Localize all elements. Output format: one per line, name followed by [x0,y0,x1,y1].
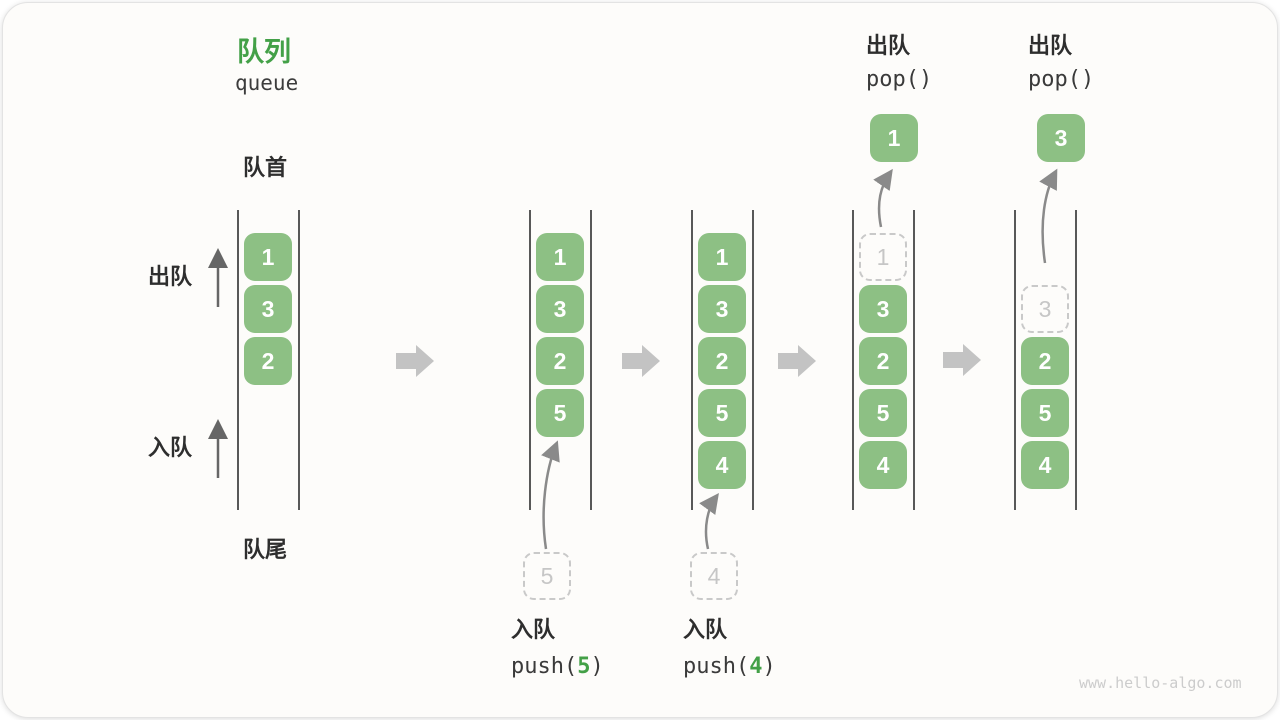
push-code-label: push(5) [511,654,604,679]
queue-wall [529,210,531,510]
queue-element: 1 [244,233,292,281]
queue-element: 2 [698,337,746,385]
queue-element: 5 [859,389,907,437]
queue-wall [298,210,300,510]
code-arg: 4 [749,654,763,679]
removed-element-ghost: 3 [1021,285,1069,333]
pop-code-label: pop() [1028,67,1095,92]
queue-wall [237,210,239,510]
enqueue-action-label: 入队 [683,617,728,642]
watermark: www.hello-algo.com [1079,674,1242,692]
incoming-element-ghost: 4 [690,552,738,600]
queue-element: 4 [859,441,907,489]
code-post: ) [762,654,776,679]
queue-wall [852,210,854,510]
queue-wall [913,210,915,510]
queue-element: 2 [536,337,584,385]
queue-element: 3 [536,285,584,333]
code-arg: 5 [577,654,591,679]
incoming-element-ghost: 5 [523,552,571,600]
queue-element: 5 [698,389,746,437]
queue-element: 5 [1021,389,1069,437]
queue-element: 1 [698,233,746,281]
queue-element: 3 [244,285,292,333]
queue-element: 2 [1021,337,1069,385]
queue-element: 3 [698,285,746,333]
code-pre: push( [511,654,578,679]
queue-element: 1 [536,233,584,281]
queue-element: 5 [536,389,584,437]
queue-element: 2 [859,337,907,385]
queue-wall [1014,210,1016,510]
queue-element: 3 [859,285,907,333]
queue-element: 2 [244,337,292,385]
code-pre: push( [683,654,750,679]
queue-front-label: 队首 [243,155,288,180]
figure-title: 队列 [237,37,291,67]
enqueue-side-label: 入队 [148,435,193,460]
queue-element: 4 [1021,441,1069,489]
queue-wall [590,210,592,510]
figure-subtitle: queue [235,71,299,95]
dequeue-side-label: 出队 [148,264,193,289]
pop-code-label: pop() [866,67,933,92]
queue-wall [752,210,754,510]
dequeue-action-label: 出队 [1028,33,1073,58]
popped-element: 1 [870,114,918,162]
push-code-label: push(4) [683,654,776,679]
popped-element: 3 [1037,114,1085,162]
queue-element: 4 [698,441,746,489]
enqueue-action-label: 入队 [511,617,556,642]
removed-element-ghost: 1 [859,233,907,281]
queue-wall [691,210,693,510]
dequeue-action-label: 出队 [866,33,911,58]
queue-wall [1075,210,1077,510]
queue-rear-label: 队尾 [243,537,288,562]
code-post: ) [590,654,604,679]
